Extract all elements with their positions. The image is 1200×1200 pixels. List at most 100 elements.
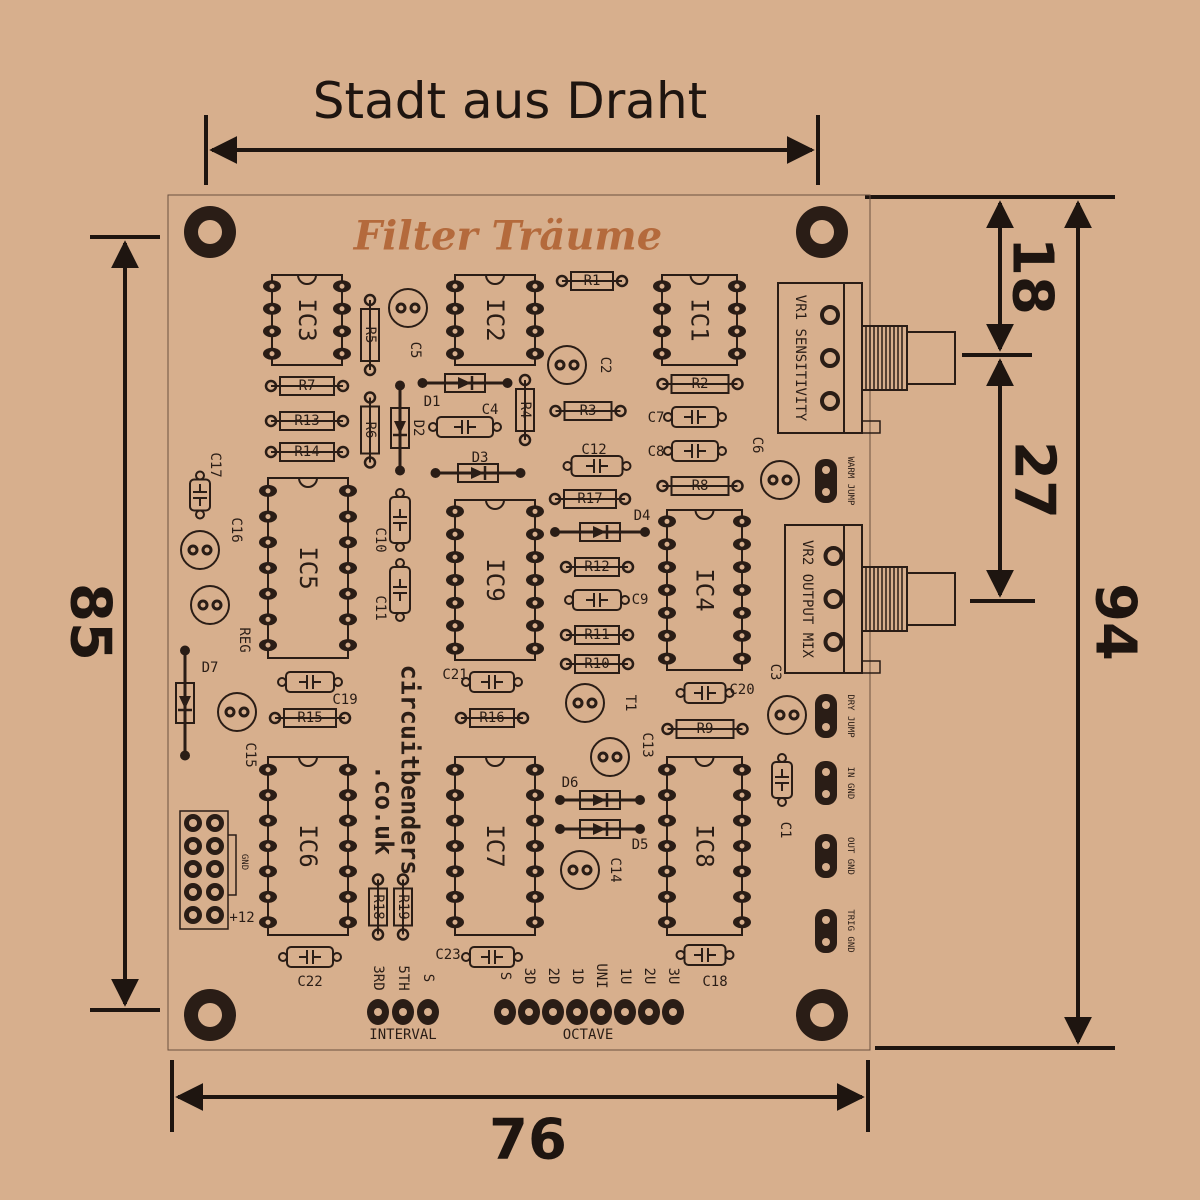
resistor-label: R4	[517, 402, 533, 419]
dimension-pot-offset: 18	[1000, 237, 1065, 315]
resistor-label: R17	[577, 491, 602, 507]
jumper-pads	[815, 834, 837, 878]
ic-label: IC7	[481, 824, 509, 867]
component-label: C15	[242, 742, 258, 767]
octave-pin	[494, 999, 516, 1025]
ic-chip: IC4	[658, 509, 751, 671]
resistor: R19	[393, 873, 413, 941]
resistor: R7	[264, 376, 350, 396]
diode	[555, 790, 645, 810]
diode-label: D7	[202, 660, 219, 676]
component-label: C3	[767, 664, 783, 681]
dimension-pot-spacing: 27	[1002, 441, 1067, 519]
interval-pin	[367, 999, 389, 1025]
octave-pin-label: 3D	[521, 968, 537, 985]
board-title: Filter Träume	[353, 213, 662, 260]
film-capacitor	[389, 558, 411, 622]
capacitor-label: C11	[372, 595, 388, 620]
diode-label: D1	[424, 394, 441, 410]
diode-label: D2	[410, 420, 426, 437]
ic-chip: IC8	[658, 756, 751, 936]
resistor-label: R10	[584, 656, 609, 672]
potentiometer: VR1 SENSITIVITY	[777, 282, 956, 434]
octave-pin-label: 3U	[665, 968, 681, 985]
ic-label: IC3	[293, 298, 321, 341]
resistor-label: R13	[294, 413, 319, 429]
dimension-left	[90, 235, 160, 1012]
ic-label: IC1	[686, 298, 714, 341]
octave-pin	[638, 999, 660, 1025]
component-label: C2	[597, 357, 613, 374]
diode-label: D4	[634, 508, 651, 524]
power-12v-label: +12	[229, 910, 254, 926]
resistor: R5	[360, 293, 380, 377]
brand-line1: circuitbenders	[396, 665, 425, 876]
jumper-label: DRY JUMP	[845, 694, 855, 738]
ic-chip: IC2	[446, 274, 544, 366]
film-capacitor	[562, 455, 632, 477]
component-label: REG	[236, 627, 252, 652]
jumper-pads	[815, 694, 837, 738]
film-capacitor	[389, 488, 411, 552]
resistor: R2	[656, 374, 744, 394]
capacitor-label: C23	[435, 947, 460, 963]
octave-pin-label: 2U	[641, 968, 657, 985]
resistor: R16	[454, 708, 530, 728]
diode	[390, 380, 410, 476]
octave-pin	[566, 999, 588, 1025]
ic-label: IC6	[294, 824, 322, 867]
round-component	[190, 585, 230, 625]
octave-pin	[614, 999, 636, 1025]
ic-chip: IC1	[653, 274, 746, 366]
octave-pin-label: UNI	[593, 963, 609, 988]
interval-pin-label: 5TH	[395, 965, 411, 990]
diode-label: D3	[472, 450, 489, 466]
octave-pin	[590, 999, 612, 1025]
capacitor-label: C10	[372, 527, 388, 552]
dimension-right	[865, 195, 1115, 1050]
resistor-label: R15	[297, 710, 322, 726]
resistor-label: R8	[692, 478, 709, 494]
resistor: R13	[264, 411, 350, 431]
jumper-label: WARM JUMP	[845, 457, 855, 506]
component-label: C16	[228, 517, 244, 542]
resistor: R18	[368, 873, 388, 941]
interval-pin	[417, 999, 439, 1025]
jumper-pads	[815, 909, 837, 953]
octave-pin-label: 1D	[569, 968, 585, 985]
resistor-label: R12	[584, 559, 609, 575]
power-gnd-label: GND	[239, 854, 249, 870]
octave-pin-label: 1U	[617, 968, 633, 985]
dimension-height-right: 94	[1083, 583, 1148, 661]
resistor: R11	[559, 625, 635, 645]
potentiometer-label: VR1 SENSITIVITY	[792, 295, 808, 422]
resistor: R1	[555, 271, 629, 291]
capacitor-label: C20	[729, 682, 754, 698]
component-label: C13	[639, 732, 655, 757]
ic-label: IC2	[481, 298, 509, 341]
dimension-top	[204, 115, 820, 185]
film-capacitor	[428, 416, 502, 438]
film-capacitor	[189, 470, 211, 520]
resistor-label: R3	[580, 403, 597, 419]
round-component	[217, 692, 257, 732]
resistor: R17	[548, 489, 632, 509]
jumper-pads	[815, 761, 837, 805]
jumper-label: TRIG GND	[845, 909, 855, 952]
resistor-label: R19	[395, 894, 411, 919]
ic-chip: IC3	[263, 274, 351, 366]
film-capacitor	[663, 440, 727, 462]
component-label: T1	[622, 695, 638, 712]
ic-label: IC8	[691, 824, 719, 867]
round-component	[760, 460, 800, 500]
diode	[555, 819, 645, 839]
resistor: R12	[559, 557, 635, 577]
resistor: R15	[268, 708, 352, 728]
film-capacitor	[278, 946, 342, 968]
capacitor-label: C18	[702, 974, 727, 990]
capacitor-label: C1	[777, 822, 793, 839]
octave-pin-label: 2D	[545, 968, 561, 985]
jumper-pads	[815, 459, 837, 503]
